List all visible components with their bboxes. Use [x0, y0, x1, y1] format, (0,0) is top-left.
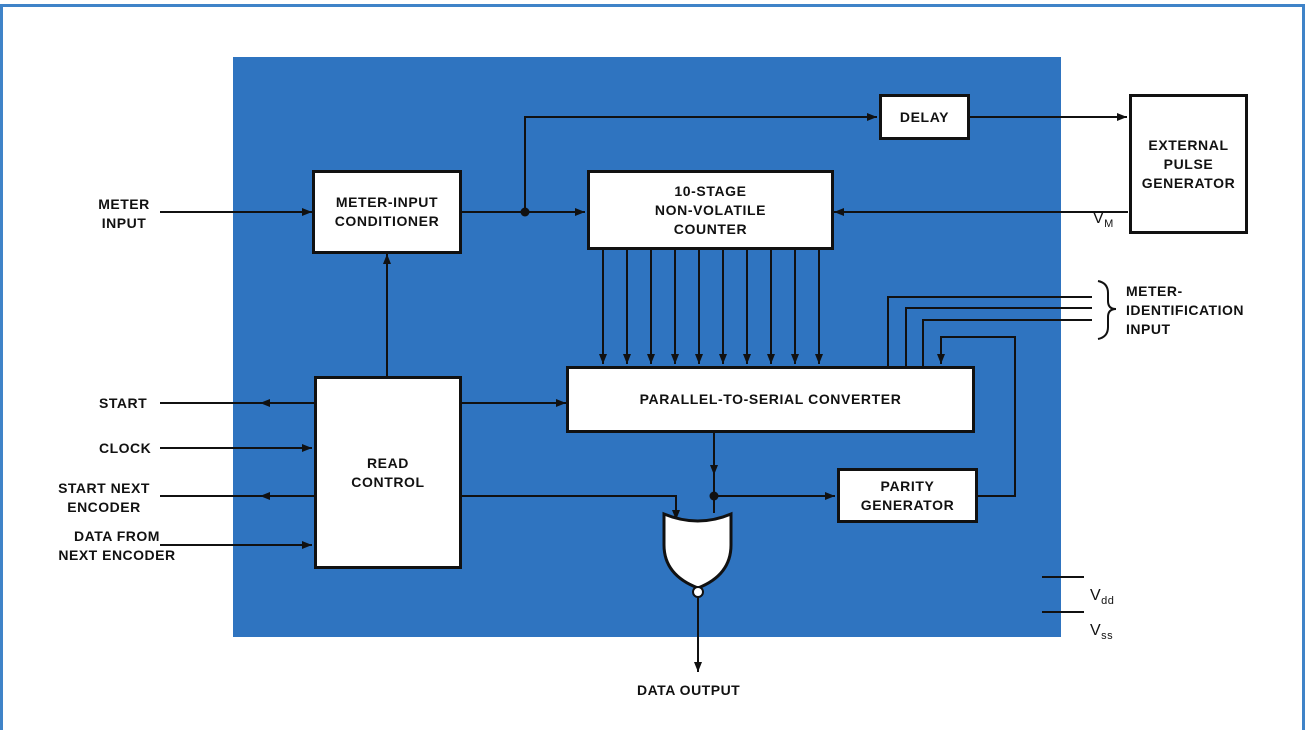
wire-read-control-to-gate	[462, 495, 680, 520]
vss-sub: ss	[1101, 630, 1114, 643]
junction-dot-branch	[520, 207, 530, 217]
vm-base: V	[1093, 210, 1105, 227]
data-from-next-encoder-label: DATA FROM NEXT ENCODER	[58, 528, 176, 563]
vdd-sub: dd	[1101, 595, 1115, 608]
counter-block: 10-STAGE NON-VOLATILE COUNTER	[587, 170, 834, 250]
vss-label: Vss	[1090, 602, 1113, 646]
read-control-block: READ CONTROL	[314, 376, 462, 569]
parity-generator-block: PARITY GENERATOR	[837, 468, 978, 523]
parallel-data-lines	[599, 250, 823, 364]
vm-label: VM	[1093, 190, 1114, 234]
meter-input-conditioner-block: METER-INPUT CONDITIONER	[312, 170, 462, 254]
meter-identification-brace	[1097, 280, 1117, 340]
vss-base: V	[1090, 622, 1102, 639]
nor-gate	[662, 511, 733, 590]
counter-label: 10-STAGE NON-VOLATILE COUNTER	[654, 182, 767, 237]
converter-label: PARALLEL-TO-SERIAL CONVERTER	[639, 391, 902, 407]
nor-gate-bubble	[692, 586, 704, 598]
external-pulse-generator-block: EXTERNAL PULSE GENERATOR	[1129, 94, 1248, 234]
meter-input-label: METER INPUT	[98, 196, 150, 231]
wire-parity-feedback	[937, 336, 1016, 497]
vdd-label: Vdd	[1090, 567, 1114, 611]
start-next-encoder-label: START NEXT ENCODER	[58, 480, 150, 515]
start-label: START	[99, 395, 148, 411]
frame-border	[0, 4, 1305, 730]
converter-block: PARALLEL-TO-SERIAL CONVERTER	[566, 366, 975, 433]
clock-label: CLOCK	[99, 440, 152, 456]
meter-input-conditioner-label: METER-INPUT CONDITIONER	[334, 194, 440, 229]
read-control-label: READ CONTROL	[351, 454, 425, 490]
vdd-base: V	[1090, 587, 1102, 604]
meter-identification-input-label: METER- IDENTIFICATION INPUT	[1126, 283, 1244, 337]
junction-dot-parity	[709, 491, 719, 501]
meter-identification-lines	[887, 296, 1092, 366]
vm-sub: M	[1104, 218, 1114, 231]
external-pulse-generator-label: EXTERNAL PULSE GENERATOR	[1141, 136, 1236, 191]
wire-branch-to-delay	[524, 113, 877, 212]
delay-label: DELAY	[899, 108, 950, 125]
data-output-label: DATA OUTPUT	[637, 682, 741, 698]
delay-block: DELAY	[879, 94, 970, 140]
parity-generator-label: PARITY GENERATOR	[860, 477, 955, 513]
